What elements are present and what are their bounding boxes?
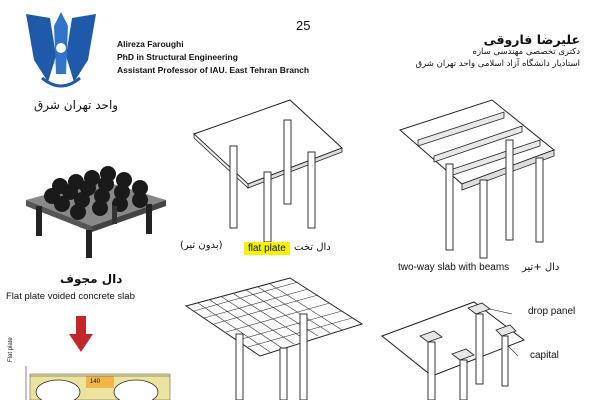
author-name-fa: علیرضا فاروقی (483, 32, 580, 47)
author-degree-fa: دکتری تخصصی مهندسی سازه (472, 47, 581, 57)
author-position-en: Assistant Professor of IAU. East Tehran … (117, 65, 310, 75)
campus-label: واحد تهران شرق (34, 98, 119, 112)
two-way-caption-en: two-way slab with beams (398, 262, 510, 273)
flat-plate-diagram (193, 99, 343, 243)
two-way-caption-fa: دال +تیر (522, 262, 560, 273)
author-fa-block: علیرضا فاروقی دکتری تخصصی مهندسی سازه اس… (415, 32, 581, 70)
author-en-block: Alireza Faroughi PhD in Structural Engin… (117, 38, 309, 77)
capital-label: capital (530, 350, 559, 361)
voided-slab-section (25, 366, 171, 400)
drop-panel-label: drop panel (528, 306, 576, 317)
voided-title-fa: دال مجوف (60, 272, 123, 286)
flat-plate-caption-fa-right: دال تخت (294, 242, 331, 253)
down-arrow-icon (69, 316, 93, 352)
flat-plate-caption-fa-left: (بدون تیر) (180, 240, 223, 251)
drop-panel-diagram (380, 301, 526, 400)
voided-slab-image (26, 166, 166, 258)
flat-plate-caption-en: flat plate (244, 242, 290, 255)
waffle-slab-diagram (184, 277, 364, 400)
section-dim-label: 140 (90, 379, 101, 385)
author-name-en: Alireza Faroughi (117, 39, 184, 49)
author-degree-en: PhD in Structural Engineering (117, 52, 238, 62)
section-side-label: Flat plate (8, 337, 14, 362)
university-logo (26, 12, 96, 88)
author-position-fa: استادیار دانشگاه آزاد اسلامی واحد تهران … (415, 59, 580, 69)
voided-title-en: Flat plate voided concrete slab (6, 291, 135, 302)
page-number: 25 (296, 18, 311, 33)
two-way-slab-diagram (399, 99, 555, 259)
